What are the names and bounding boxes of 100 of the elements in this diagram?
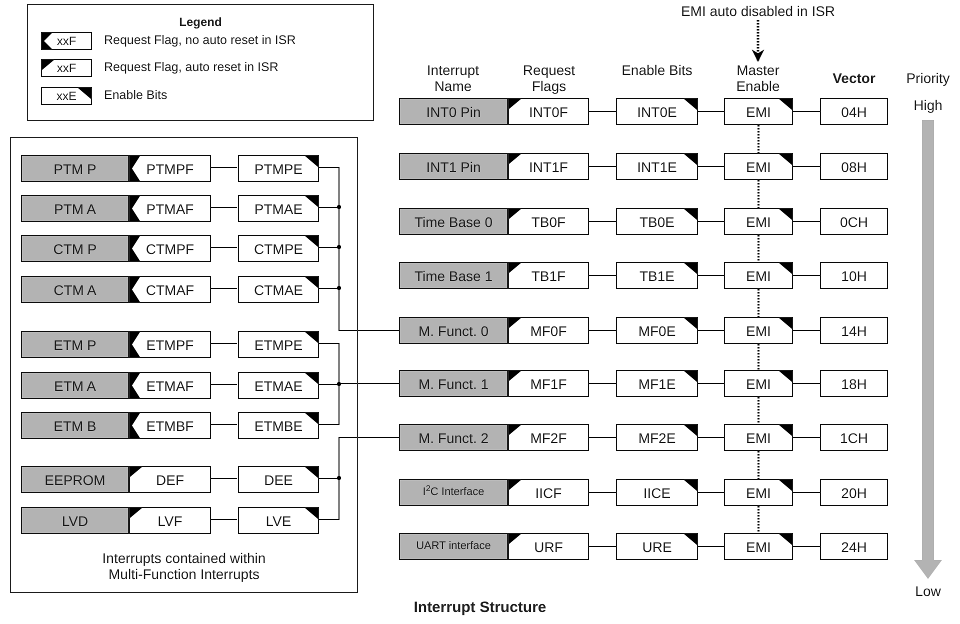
enable-bit-box: ETMAE (238, 372, 319, 399)
master-enable-box: EMI (724, 317, 793, 344)
master-enable-box: EMI (724, 98, 793, 125)
enable-bit-box: INT1E (616, 153, 698, 180)
dotted-line (758, 506, 760, 533)
request-flag-box: ETMPF (129, 331, 211, 358)
connector-line (792, 492, 820, 493)
connector-line (698, 111, 724, 112)
interrupt-name-box: ETM P (21, 331, 129, 358)
interrupt-name-box: PTM A (21, 195, 129, 222)
interrupt-name-box: EEPROM (21, 466, 129, 493)
column-header: Enable Bits (620, 62, 694, 78)
request-flag-box: MF2F (508, 424, 589, 451)
enable-bit-box: ETMBE (238, 412, 319, 439)
connector-line (698, 546, 724, 547)
connector-line (698, 275, 724, 276)
connector-line (792, 383, 820, 384)
connector-line (588, 437, 616, 438)
enable-bit-box: CTMPE (238, 235, 319, 262)
interrupt-name-box: UART interface (399, 533, 508, 560)
request-flag-box: TB0F (508, 208, 589, 235)
connector-line (210, 167, 238, 168)
request-flag-box: INT1F (508, 153, 589, 180)
interrupt-name-box: LVD (21, 507, 129, 534)
column-header: Master Enable (718, 62, 798, 94)
connector-line (588, 275, 616, 276)
diagram-caption: Interrupt Structure (412, 598, 548, 618)
legend-title: Legend (178, 14, 223, 31)
dotted-line (758, 125, 760, 153)
column-header: Request Flags (522, 62, 576, 94)
connector-line (318, 288, 400, 331)
legend-text: Request Flag, no auto reset in ISR (104, 34, 296, 46)
vector-box: 1CH (820, 424, 888, 451)
enable-bit-box: ETMPE (238, 331, 319, 358)
master-enable-box: EMI (724, 208, 793, 235)
dotted-line (758, 289, 760, 317)
connector-line (792, 546, 820, 547)
connector-line (698, 330, 724, 331)
vector-box: 0CH (820, 208, 888, 235)
interrupt-name-box: INT1 Pin (399, 153, 508, 180)
connector-line (588, 166, 616, 167)
request-flag-box: MF0F (508, 317, 589, 344)
request-flag-box: CTMPF (129, 235, 211, 262)
dotted-line (758, 397, 760, 424)
connector-line (210, 424, 238, 425)
request-flag-box: INT0F (508, 98, 589, 125)
dotted-line (758, 344, 760, 370)
request-flag-box: URF (508, 533, 589, 560)
enable-bit-box: IICE (616, 479, 698, 506)
enable-bit-box: MF2E (616, 424, 698, 451)
connector-line (210, 519, 238, 520)
connector-line (210, 247, 238, 248)
connector-line (210, 384, 238, 385)
column-header: Vector (832, 70, 876, 86)
vector-box: 14H (820, 317, 888, 344)
request-flag-box: CTMAF (129, 276, 211, 303)
request-flag-box: MF1F (508, 370, 589, 397)
master-enable-box: EMI (724, 262, 793, 289)
request-flag-box: PTMPF (129, 155, 211, 182)
interrupt-name-box: M. Funct. 1 (399, 370, 508, 397)
request-flag-box: xxF (41, 59, 92, 77)
interrupt-name-box: Time Base 1 (399, 262, 508, 289)
enable-bit-box: PTMAE (238, 195, 319, 222)
connector-line (792, 111, 820, 112)
vector-box: 10H (820, 262, 888, 289)
dotted-line (758, 180, 760, 208)
master-enable-box: EMI (724, 424, 793, 451)
enable-bit-box: MF0E (616, 317, 698, 344)
dotted-arrow (752, 20, 764, 62)
master-enable-box: EMI (724, 479, 793, 506)
request-flag-box: ETMBF (129, 412, 211, 439)
connector-line (698, 492, 724, 493)
enable-bit-box: LVE (238, 507, 319, 534)
interrupt-name-box: ETM A (21, 372, 129, 399)
enable-bit-box: INT0E (616, 98, 698, 125)
connector-line (792, 330, 820, 331)
connector-line (588, 546, 616, 547)
master-enable-box: EMI (724, 370, 793, 397)
vector-box: 20H (820, 479, 888, 506)
enable-bit-box: TB0E (616, 208, 698, 235)
legend-text: Enable Bits (104, 89, 168, 102)
request-flag-box: DEF (129, 466, 211, 493)
interrupt-name-box: CTM P (21, 235, 129, 262)
connector-line (210, 288, 238, 289)
interrupt-name-box: ETM B (21, 412, 129, 439)
enable-bit-box: CTMAE (238, 276, 319, 303)
connector-line (698, 221, 724, 222)
interrupt-name-box: PTM P (21, 155, 129, 182)
multi-function-panel (10, 137, 358, 593)
connector-line (210, 343, 238, 344)
master-enable-box: EMI (724, 533, 793, 560)
connector-line (792, 166, 820, 167)
vector-box: 18H (820, 370, 888, 397)
dotted-line (758, 451, 760, 479)
interrupt-name-box: I$^{2}$C Interface (399, 479, 508, 506)
panel-caption: Interrupts contained within Multi-Function Interrupts (101, 550, 267, 582)
priority-label: Low (914, 583, 942, 599)
interrupt-name-box: M. Funct. 0 (399, 317, 508, 344)
request-flag-box: TB1F (508, 262, 589, 289)
request-flag-box: ETMAF (129, 372, 211, 399)
